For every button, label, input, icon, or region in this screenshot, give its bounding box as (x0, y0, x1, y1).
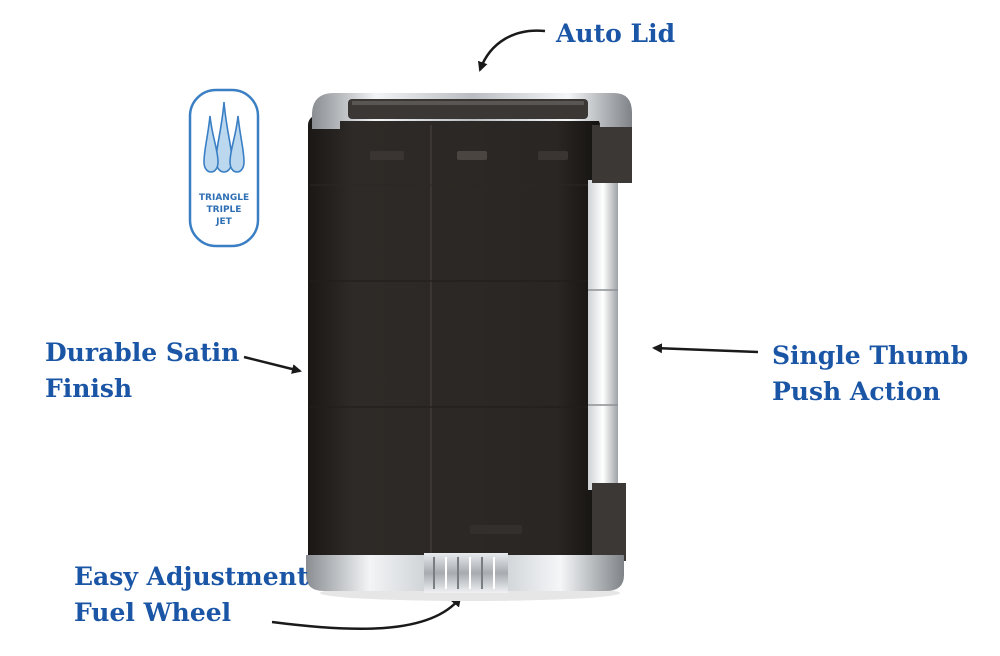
callout-thumb-line-2: Push Action (772, 377, 941, 407)
callout-satin-line-2: Finish (45, 374, 133, 404)
callout-satin-finish: Durable Satin Finish (45, 335, 239, 408)
lighter-body (308, 115, 600, 570)
triple-flame-icon (203, 101, 245, 173)
callout-wheel-line-2: Fuel Wheel (74, 598, 232, 628)
lighter-product-image (306, 93, 632, 601)
callout-thumb-line-1: Single Thumb (772, 341, 969, 370)
callout-auto-lid-line-1: Auto Lid (556, 19, 676, 48)
fuel-wheel-arrow (271, 596, 462, 631)
fuel-wheel (424, 553, 508, 593)
callout-satin-line-1: Durable Satin (45, 338, 240, 367)
badge-line-1: TRIANGLE (199, 193, 249, 203)
push-action-rail (588, 180, 618, 490)
thumb-action-arrow (652, 343, 759, 354)
auto-lid-arrow (477, 29, 546, 72)
callout-wheel-line-1: Easy Adjustment (74, 562, 309, 591)
badge-line-2: TRIPLE (207, 205, 242, 215)
callout-thumb-action: Single Thumb Push Action (772, 338, 968, 411)
callout-auto-lid: Auto Lid (556, 16, 675, 52)
callout-fuel-wheel: Easy Adjustment Fuel Wheel (74, 559, 308, 632)
satin-finish-arrow (243, 355, 302, 374)
badge-line-3: JET (215, 217, 232, 227)
triangle-triple-jet-badge: TRIANGLE TRIPLE JET (188, 88, 260, 248)
